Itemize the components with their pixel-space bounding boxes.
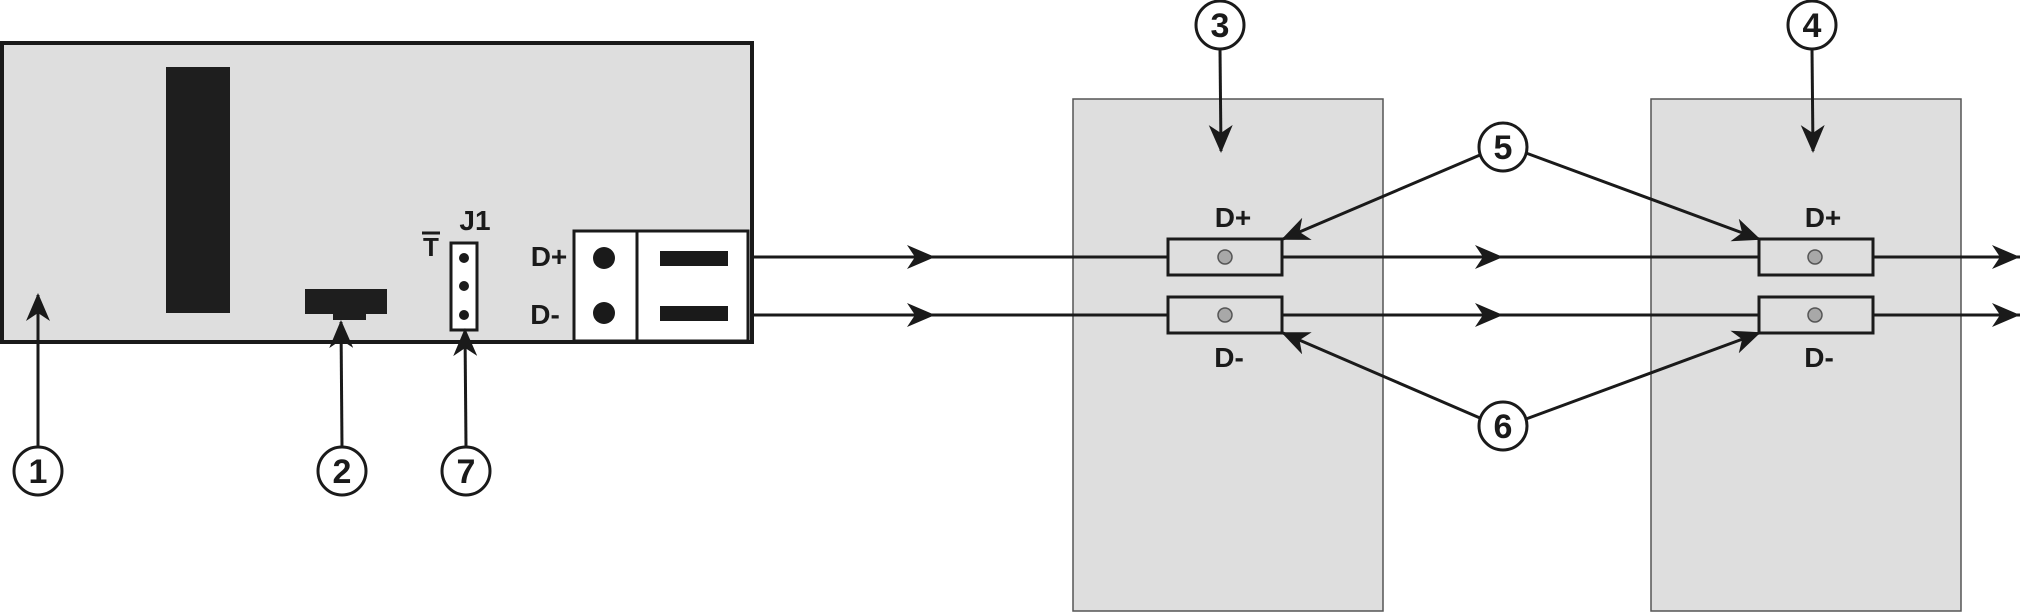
main-dplus-label: D+ [531, 241, 568, 272]
callout-1: 1 [12, 445, 64, 497]
module-3-dminus-label: D- [1214, 342, 1244, 373]
callouts: 1 2 7 3 4 5 6 [12, 0, 1838, 497]
module-3-pin-dplus [1217, 249, 1233, 265]
leader-5-to-module-4 [1525, 151, 1761, 242]
callout-6: 6 [1477, 400, 1529, 452]
terminal-screw-dminus [593, 302, 615, 324]
leader-2 [329, 320, 354, 448]
callout-3: 3 [1194, 0, 1246, 51]
callout-2: 2 [316, 445, 368, 497]
terminal-slot-dminus [660, 306, 728, 321]
leader-4 [1800, 48, 1825, 153]
callout-4: 4 [1786, 0, 1838, 51]
j1-pin-2 [459, 281, 469, 291]
callout-7: 7 [440, 445, 492, 497]
wire-arrow-dminus-3 [1992, 303, 2020, 327]
terminal-screw-dplus [593, 247, 615, 269]
module-4-dplus-label: D+ [1805, 202, 1842, 233]
j1-jumper: J1 T [422, 205, 491, 332]
module-4-terminals: D+ D- [1757, 202, 1875, 373]
callout-5: 5 [1477, 121, 1529, 173]
wire-arrow-dplus-1 [907, 245, 935, 269]
callout-5-number: 5 [1494, 129, 1513, 167]
callout-3-number: 3 [1211, 7, 1230, 45]
terminal-block-body [572, 229, 750, 343]
module-4-pin-dplus [1807, 249, 1823, 265]
wire-arrow-dminus-2 [1475, 303, 1503, 327]
callout-1-number: 1 [29, 453, 48, 491]
terminal-block: D+ D- [530, 229, 750, 343]
module-4-pin-dminus [1807, 307, 1823, 323]
leader-lines [26, 48, 1825, 448]
controller-horizontal-bar [305, 289, 387, 314]
module-3-dplus-label: D+ [1215, 202, 1252, 233]
module-3-terminals: D+ D- [1166, 202, 1284, 373]
bus-wires [752, 245, 2020, 327]
controller-panel: J1 T D+ D- [0, 41, 754, 344]
controller-bar-tab [333, 313, 366, 320]
leader-5-to-module-3 [1281, 153, 1481, 241]
leader-3 [1208, 48, 1233, 153]
leader-6-to-module-4 [1525, 330, 1761, 421]
t-label: T [423, 232, 439, 262]
j1-pin-1 [459, 253, 469, 263]
module-3-pin-dminus [1217, 307, 1233, 323]
wire-arrow-dplus-2 [1475, 245, 1503, 269]
callout-2-number: 2 [333, 453, 352, 491]
callout-4-number: 4 [1803, 7, 1822, 45]
module-4-dminus-label: D- [1804, 342, 1834, 373]
j1-label: J1 [459, 205, 490, 236]
controller-vertical-bar [166, 67, 230, 313]
callout-7-number: 7 [457, 453, 476, 491]
wire-arrow-dminus-1 [907, 303, 935, 327]
leader-6-to-module-3 [1281, 331, 1481, 420]
terminal-slot-dplus [660, 251, 728, 266]
module-4-terminal-dplus [1757, 237, 1875, 277]
callout-6-number: 6 [1494, 408, 1513, 446]
wire-arrow-dplus-3 [1992, 245, 2020, 269]
main-dminus-label: D- [530, 299, 560, 330]
j1-pin-3 [459, 310, 469, 320]
leader-7 [453, 328, 478, 448]
